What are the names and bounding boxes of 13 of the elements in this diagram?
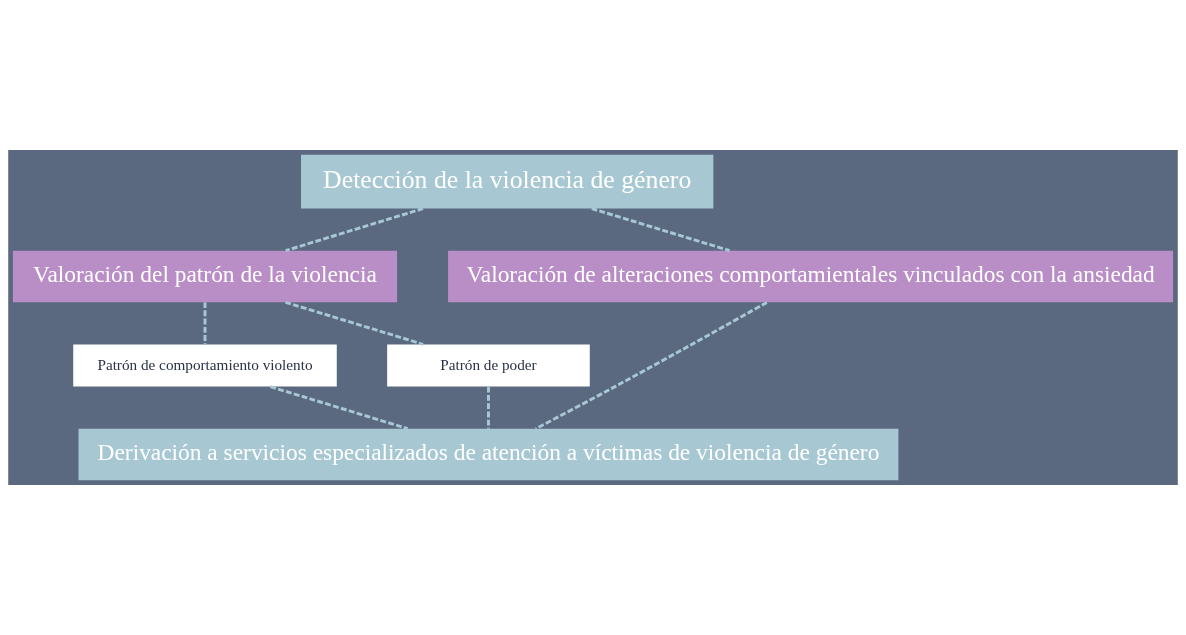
connector <box>591 207 731 253</box>
node-box: Valoración del patrón de la violencia <box>12 250 398 303</box>
connector <box>203 302 207 345</box>
node-box: Patrón de poder <box>387 344 590 387</box>
connector <box>535 301 768 431</box>
connector <box>285 300 424 346</box>
node-box: Valoración de alteraciones comportamientales vinculados con la ansiedad <box>448 250 1174 303</box>
node-box: Patrón de comportamiento violento <box>73 344 337 387</box>
connector <box>285 207 424 253</box>
node-box: Detección de la violencia de género <box>301 154 714 209</box>
connector <box>269 385 409 431</box>
connector <box>487 386 490 429</box>
node-box: Derivación a servicios especializados de atención a víctimas de violencia de género <box>78 428 899 481</box>
